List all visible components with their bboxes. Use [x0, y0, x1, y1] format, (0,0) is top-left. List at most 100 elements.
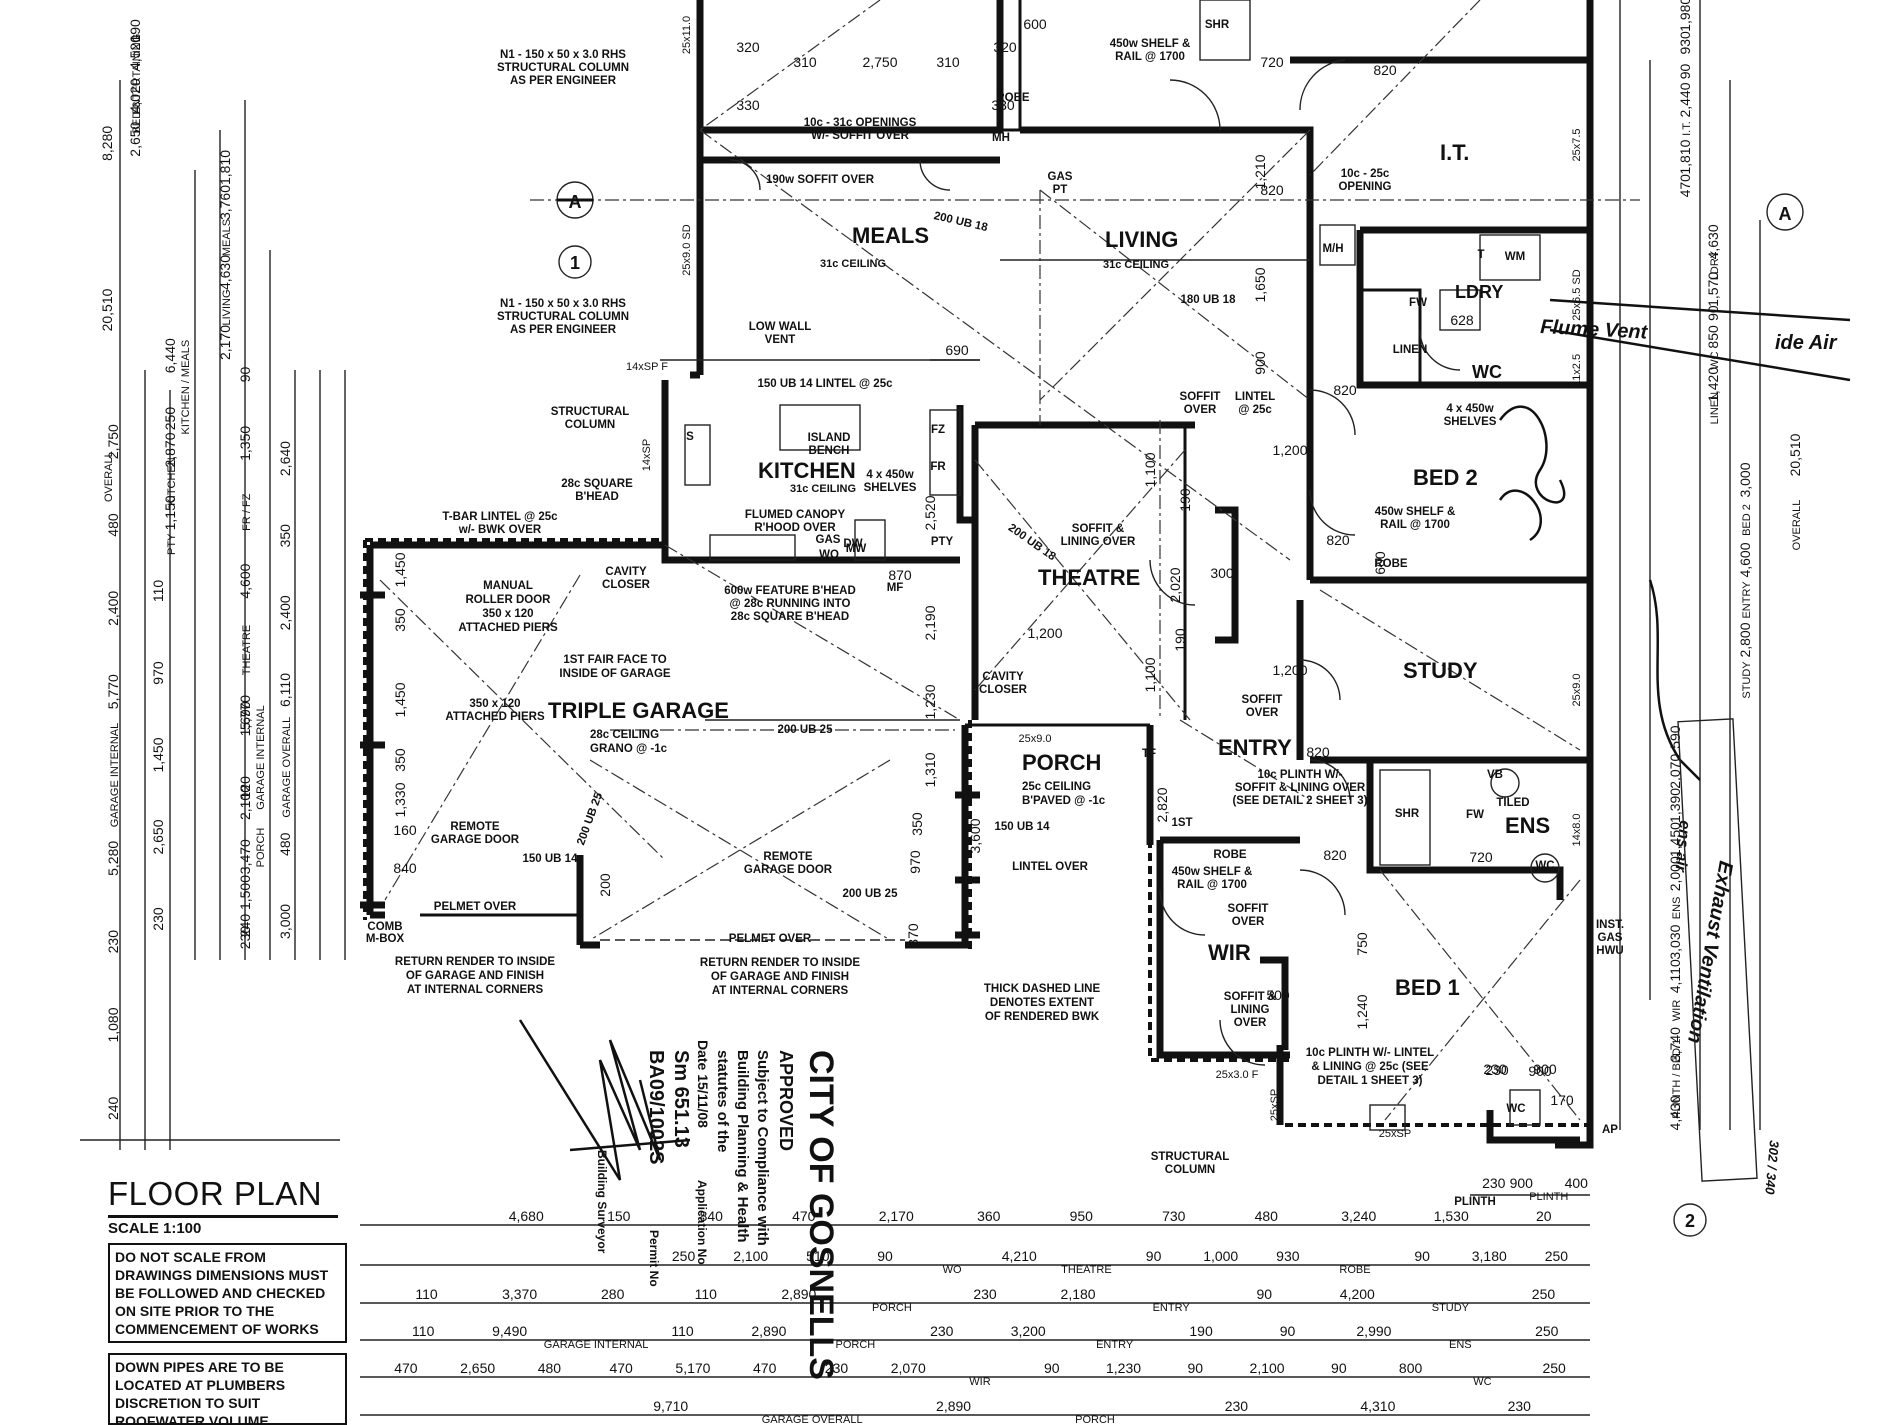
fixtures: [684, 0, 1560, 1131]
note-soffit-over1-line: OVER: [1184, 404, 1217, 416]
fixture-tag: PLINTH: [1454, 1196, 1496, 1208]
dim-top: 330: [991, 97, 1015, 113]
detail-marker-2: [1673, 1203, 1707, 1237]
beam-label: 25x9.0 SD: [681, 224, 693, 275]
dim-internal: 230: [1485, 1062, 1509, 1078]
dim-internal: 1,100: [1142, 452, 1158, 487]
dim-right: 1,980: [1677, 0, 1693, 32]
note-shelf-wir-line: RAIL @ 1700: [1177, 879, 1247, 891]
room-ens: ENS: [1505, 813, 1550, 838]
note-render2-line: OF GARAGE AND FINISH: [711, 971, 849, 983]
dim-internal: 350: [392, 608, 408, 632]
dim-top: 720: [1260, 54, 1284, 70]
plan-scale: SCALE 1:100: [108, 1215, 338, 1237]
dim-left: 4,630: [217, 255, 233, 290]
note-soffit-wir-line: OVER: [1234, 1017, 1267, 1029]
dim-bottom: 2,650: [460, 1360, 495, 1376]
dim-right: BED 2: [1741, 504, 1753, 536]
dim-left: 6,440: [162, 338, 178, 373]
beam-label: 14xSP: [641, 439, 653, 471]
dim-right: 2,070: [1667, 754, 1683, 789]
beam-label: 25x7.5: [1571, 128, 1583, 161]
note-ub14-garage: 150 UB 14: [523, 853, 579, 865]
fixture-tag: SHR: [1205, 19, 1230, 31]
dim-bottom: 3,370: [502, 1286, 537, 1302]
dim-bottom: 2,180: [1061, 1286, 1096, 1302]
plan-title: FLOOR PLAN: [108, 1175, 323, 1212]
dim-internal: 230: [1483, 1061, 1507, 1077]
dim-bottom: 9,710: [653, 1398, 688, 1414]
note-soffit-wir-line: SOFFIT &: [1224, 991, 1276, 1003]
stamp-bylaws: Building Planning & Health: [734, 1050, 751, 1243]
note-comb-box-line: COMB: [367, 921, 402, 933]
note-openings-line: 10c - 31c OPENINGS: [804, 117, 917, 129]
note-roller-door-line: ROLLER DOOR: [466, 594, 552, 606]
note-shelf-top-line: 450w SHELF &: [1110, 38, 1191, 50]
dim-left: MEALS: [221, 219, 233, 256]
dim-right: 4,430: [1667, 1095, 1683, 1130]
dim-internal: 1,450: [392, 682, 408, 717]
stamp-app: Application No: [695, 1180, 709, 1265]
note-feature-bhead-line: 600w FEATURE B'HEAD: [724, 585, 856, 597]
note-piers2-line: 350 x 120: [469, 698, 520, 710]
note-lintel-over: LINTEL OVER: [1012, 861, 1089, 873]
dim-left: BED 3: [131, 102, 143, 134]
room-bed1: BED 1: [1395, 975, 1460, 1000]
dim-bottom: 480: [538, 1360, 562, 1376]
note-thick-dashed-line: OF RENDERED BWK: [985, 1011, 1100, 1023]
note-square-bhead-line: B'HEAD: [575, 491, 619, 503]
note-soffit-wir-line: LINING: [1231, 1004, 1270, 1016]
dim-bottom: 90: [1280, 1323, 1296, 1339]
porch-floor: B'PAVED @ -1c: [1022, 795, 1106, 807]
note-island-line: BENCH: [809, 445, 850, 457]
dim-internal: 1,650: [1252, 267, 1268, 302]
dim-bottom: PORCH: [1075, 1414, 1115, 1425]
note-remote-door1-line: GARAGE DOOR: [431, 834, 520, 846]
dim-left: 2,870: [162, 432, 178, 467]
dim-left: 230: [237, 926, 253, 950]
dim-internal: 2,190: [922, 605, 938, 640]
note-ub25-b: 200 UB 25: [575, 791, 605, 847]
dim-right: STUDY: [1741, 661, 1753, 699]
note-render1-line: AT INTERNAL CORNERS: [407, 984, 544, 996]
dim-bottom: 1,530: [1434, 1208, 1469, 1224]
dim-internal: 1,100: [1142, 657, 1158, 692]
room-porch: PORCH: [1022, 750, 1101, 775]
note-low-wall-line: LOW WALL: [749, 321, 812, 333]
dim-bottom: 90: [877, 1248, 893, 1264]
dim-bottom: 2,890: [936, 1398, 971, 1414]
note-plinth-bed1-line: DETAIL 1 SHEET 3): [1317, 1075, 1422, 1087]
note-cavity-closer1-line: CLOSER: [602, 579, 651, 591]
dim-bottom: ENS: [1449, 1339, 1472, 1351]
dim-bottom: 230: [825, 1360, 849, 1376]
stamp-approved: APPROVED: [776, 1050, 796, 1151]
dim-internal: 690: [945, 342, 969, 358]
dim-right: 4,600: [1737, 542, 1753, 577]
dim-bottom: 250: [1532, 1286, 1556, 1302]
fixture-tag: T: [1477, 249, 1484, 261]
note-column-n1-top-line: AS PER ENGINEER: [510, 75, 617, 87]
note-inst-gas-line: HWU: [1596, 945, 1623, 957]
note-render1-line: RETURN RENDER TO INSIDE: [395, 956, 555, 968]
note-inst-gas-line: INST.: [1596, 919, 1624, 931]
dim-bottom: 9,490: [492, 1323, 527, 1339]
beam-lines: [379, 0, 1640, 1121]
dim-left: 230: [150, 907, 166, 931]
note-remote-door2-line: REMOTE: [763, 851, 813, 863]
note-gas-pt-line: GAS: [1048, 171, 1073, 183]
dim-bottom: 400: [1565, 1175, 1589, 1191]
fixture-tag: WC: [1506, 1103, 1525, 1115]
dim-bottom: 230: [1508, 1398, 1532, 1414]
dim-top: 310: [936, 54, 960, 70]
dim-internal: 900: [1528, 1063, 1552, 1079]
dim-bottom: PORCH: [835, 1339, 875, 1351]
dim-top: 320: [736, 39, 760, 55]
dim-right: 90: [1677, 63, 1693, 79]
note-structural-column-line: STRUCTURAL: [551, 406, 630, 418]
dim-internal: 350: [909, 812, 925, 836]
dim-left: PORCH: [255, 828, 267, 868]
note-column-n1-top-line: STRUCTURAL COLUMN: [497, 62, 629, 74]
